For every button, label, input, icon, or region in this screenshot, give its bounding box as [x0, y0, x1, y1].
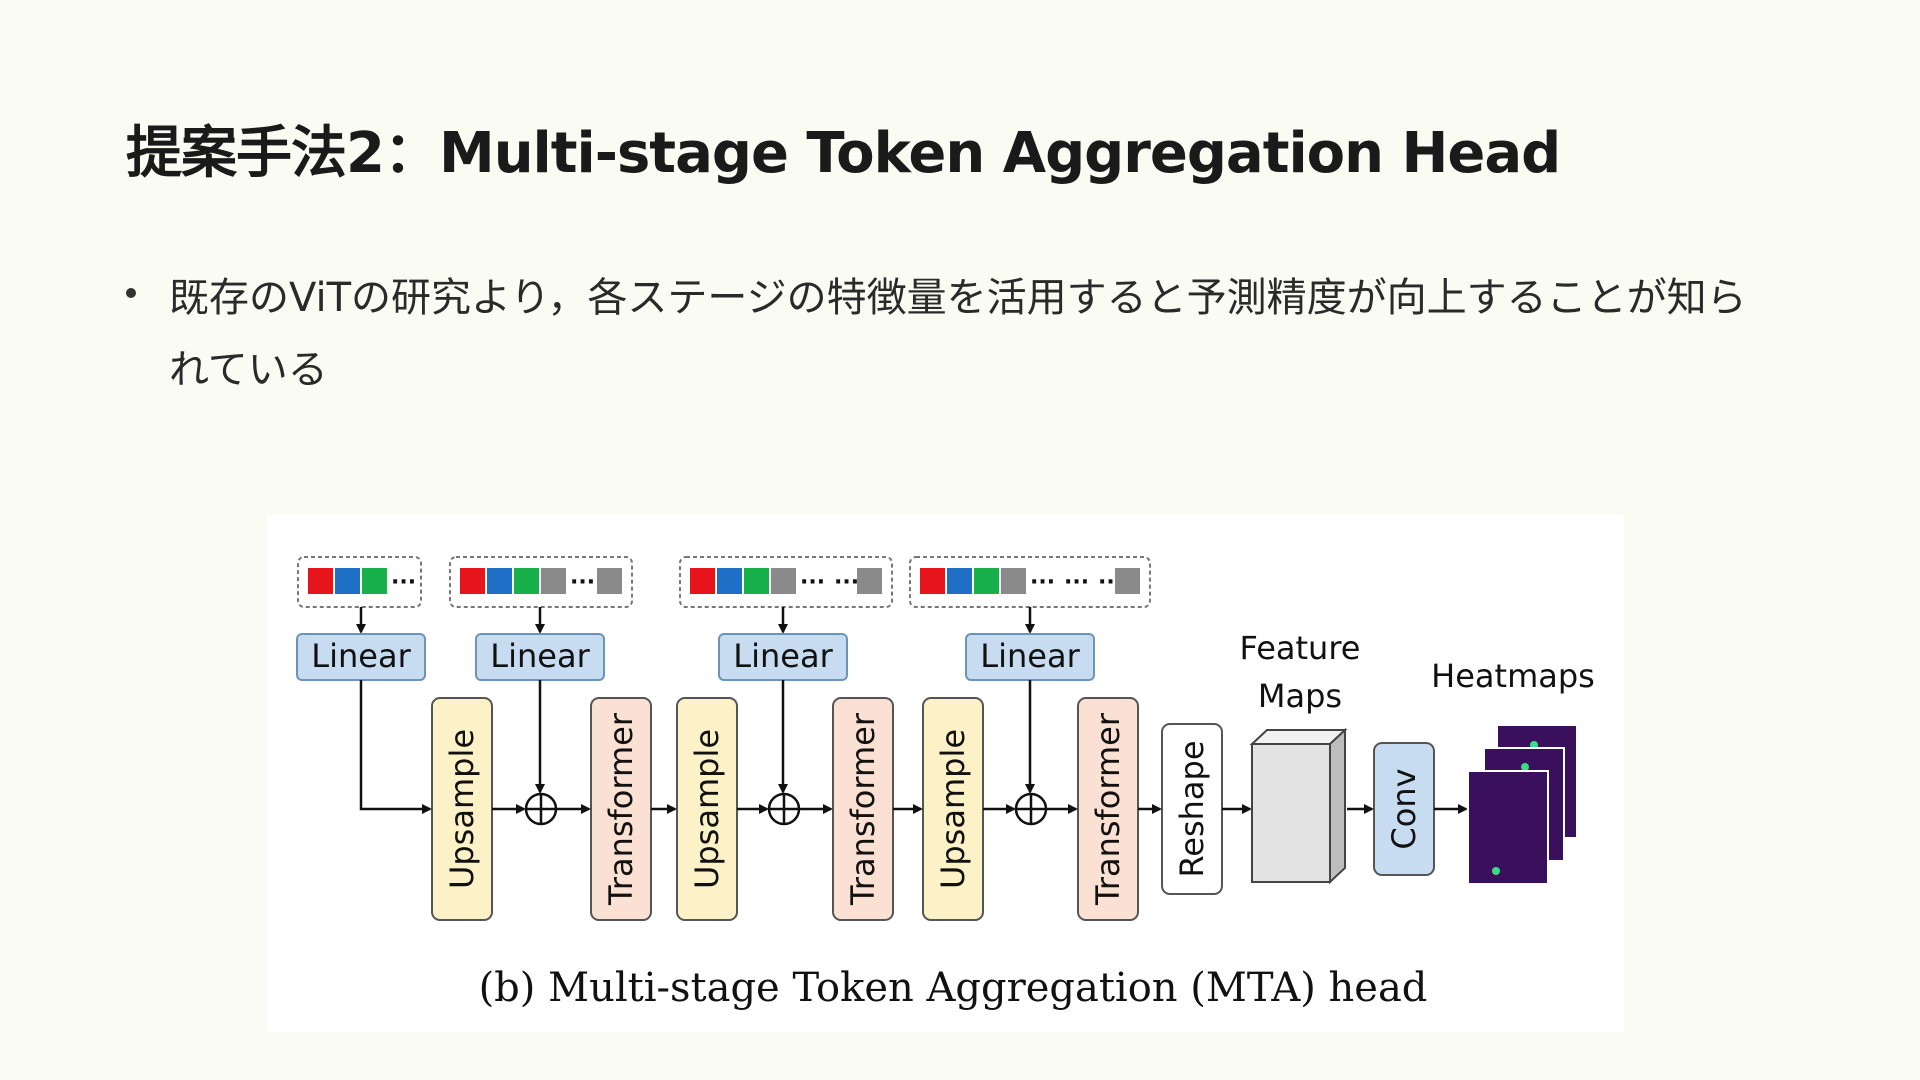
transformer-block-3-label: Transformer — [1089, 712, 1127, 906]
reshape-block-label: Reshape — [1173, 740, 1211, 877]
token-cell — [308, 568, 333, 594]
upsample-block-3-label: Upsample — [934, 729, 972, 889]
linear-label: Linear — [311, 637, 411, 675]
token-ellipsis: ··· — [570, 570, 595, 595]
token-cell — [920, 568, 945, 594]
upsample-block-2-label: Upsample — [688, 729, 726, 889]
feature-maps-label-line1: Feature — [1240, 629, 1361, 667]
token-cell — [947, 568, 972, 594]
figure-caption: (b) Multi-stage Token Aggregation (MTA) … — [479, 965, 1428, 1011]
token-cell — [541, 568, 566, 594]
token-ellipsis: ··· — [800, 570, 825, 595]
token-cell — [857, 568, 882, 594]
transformer-block-2-label: Transformer — [844, 712, 882, 906]
feature-map-cube-front — [1251, 743, 1331, 883]
linear-label: Linear — [980, 637, 1080, 675]
conv-block-label: Conv — [1385, 768, 1423, 849]
token-cell — [487, 568, 512, 594]
heatmaps-label: Heatmaps — [1431, 657, 1595, 695]
feature-maps-label-line2: Maps — [1258, 677, 1342, 715]
token-ellipsis: ··· — [834, 570, 859, 595]
linear-label: Linear — [733, 637, 833, 675]
heatmap-spot — [1492, 867, 1500, 875]
token-ellipsis: ··· — [391, 570, 416, 595]
token-ellipsis: ··· — [1030, 570, 1055, 595]
transformer-block-1-label: Transformer — [602, 712, 640, 906]
token-cell — [771, 568, 796, 594]
slide-title: 提案手法2：Multi-stage Token Aggregation Head — [126, 121, 1561, 186]
token-cell — [335, 568, 360, 594]
heatmap-3 — [1467, 770, 1549, 885]
bullet-text: 既存のViTの研究より，各ステージの特徴量を活用すると予測精度が向上することが知… — [169, 275, 1747, 393]
token-cell — [514, 568, 539, 594]
token-cell — [1001, 568, 1026, 594]
bullet-item: 既存のViTの研究より，各ステージの特徴量を活用すると予測精度が向上することが知… — [126, 262, 1776, 406]
upsample-block-1-label: Upsample — [443, 729, 481, 889]
bullet-dot-icon — [126, 288, 136, 298]
token-cell — [717, 568, 742, 594]
linear-label: Linear — [490, 637, 590, 675]
token-ellipsis: ··· — [1064, 570, 1089, 595]
token-cell — [690, 568, 715, 594]
token-cell — [1115, 568, 1140, 594]
token-cell — [744, 568, 769, 594]
token-cell — [460, 568, 485, 594]
token-cell — [597, 568, 622, 594]
feature-map-cube-side — [1329, 727, 1346, 885]
linear1-to-upsample-arrow — [359, 680, 432, 814]
token-cell — [974, 568, 999, 594]
token-cell — [362, 568, 387, 594]
heatmap-spot — [1521, 763, 1529, 771]
